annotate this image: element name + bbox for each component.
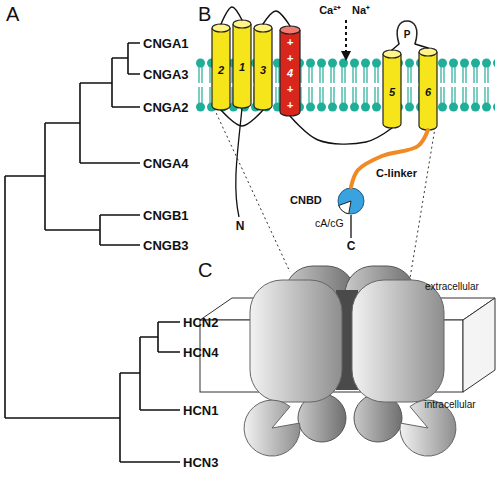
side-label: intracellular [424, 400, 475, 410]
gene-name: HCN1 [183, 404, 218, 417]
loop-connector [290, 116, 392, 144]
gene-name: HCN3 [183, 456, 218, 469]
helix-segment: 2 [211, 24, 231, 110]
pore-loop: P [397, 20, 417, 44]
helix-cap [254, 24, 272, 32]
domain-circle [338, 188, 364, 214]
channel-subunit-front [352, 280, 444, 402]
helix-segment: 3 [253, 24, 273, 110]
helix-number: 1 [239, 62, 245, 73]
helix-number: + [287, 100, 293, 111]
leader-line [212, 104, 290, 272]
gene-name: CNGA4 [143, 157, 189, 170]
connector-label: C-linker [376, 168, 417, 179]
gene-name: CNGA1 [143, 37, 189, 50]
c-terminus-chain [350, 215, 351, 238]
helix-number: + [287, 37, 293, 48]
node-text-box: 3 [253, 24, 273, 110]
ion-label: Ca²⁺ [319, 5, 341, 16]
gene-name: CNGB1 [143, 209, 189, 222]
helix-body [383, 54, 401, 128]
loop-connector [263, 11, 290, 26]
helix-number: 6 [425, 87, 431, 98]
helix-number: + [287, 84, 293, 95]
loop-label: P [404, 30, 411, 40]
helix-cap [233, 20, 251, 28]
domain-label: cA/cG [315, 218, 344, 229]
node-text-box: 6 [418, 48, 438, 130]
panel-letter: B [198, 4, 211, 24]
helix-segment: 5 [382, 50, 402, 128]
binding-domain: CNBDcA/cG [337, 187, 365, 215]
helix-number: 5 [389, 87, 395, 98]
cnbd-lobe-front [244, 400, 300, 456]
loop-connector [392, 44, 399, 50]
helix-body [254, 28, 272, 110]
loop-connector [221, 110, 263, 126]
gene-name: CNGA3 [143, 68, 189, 81]
helix-body [419, 52, 437, 130]
helix-number: + [287, 53, 293, 64]
node-outline [337, 187, 365, 215]
gene-name: HCN4 [183, 346, 218, 359]
helix-number: 2 [218, 65, 224, 76]
ligand-pocket [339, 201, 351, 214]
node-text-box: 2 [211, 24, 231, 110]
loop-outline [397, 21, 417, 44]
terminus-label: N [236, 220, 245, 232]
terminus-label: C [347, 240, 356, 252]
helix-cap [383, 50, 401, 58]
node-text-box: 5 [382, 50, 402, 128]
node-text-box: + +4 + + [279, 26, 301, 116]
helix-segment: 1 [232, 20, 252, 108]
helix-body [233, 24, 251, 108]
helix-cap [419, 48, 437, 56]
helix-body [280, 30, 300, 116]
loop-connector [415, 44, 428, 48]
gene-name: CNGB3 [143, 239, 189, 252]
gene-name: CNGA2 [143, 101, 189, 114]
voltage-sensor-helix: + +4 + + [279, 26, 301, 116]
leader-line [410, 122, 436, 278]
linker-connector [351, 130, 428, 187]
membrane-slab-side [463, 298, 495, 392]
side-label: extracellular [425, 282, 479, 292]
helix-body [212, 28, 230, 110]
helix-number: 3 [260, 65, 266, 76]
node-text-box: CNBDcA/cG [337, 187, 365, 215]
helix-cap [212, 24, 230, 32]
panel-letter: C [198, 260, 212, 280]
helix-segment: 6 [418, 48, 438, 130]
ion-flow-arrow [345, 20, 347, 56]
ion-label: Na⁺ [352, 5, 370, 16]
helix-cap [280, 26, 300, 34]
node-text-box: 1 [232, 20, 252, 108]
channel-subunit-front [250, 280, 342, 402]
node-text-box: P [397, 20, 417, 44]
domain-label: CNBD [290, 195, 322, 206]
n-terminus-chain [236, 108, 242, 217]
panel-letter: A [6, 4, 19, 24]
helix-number: 4 [287, 68, 293, 79]
gene-name: HCN2 [183, 316, 218, 329]
